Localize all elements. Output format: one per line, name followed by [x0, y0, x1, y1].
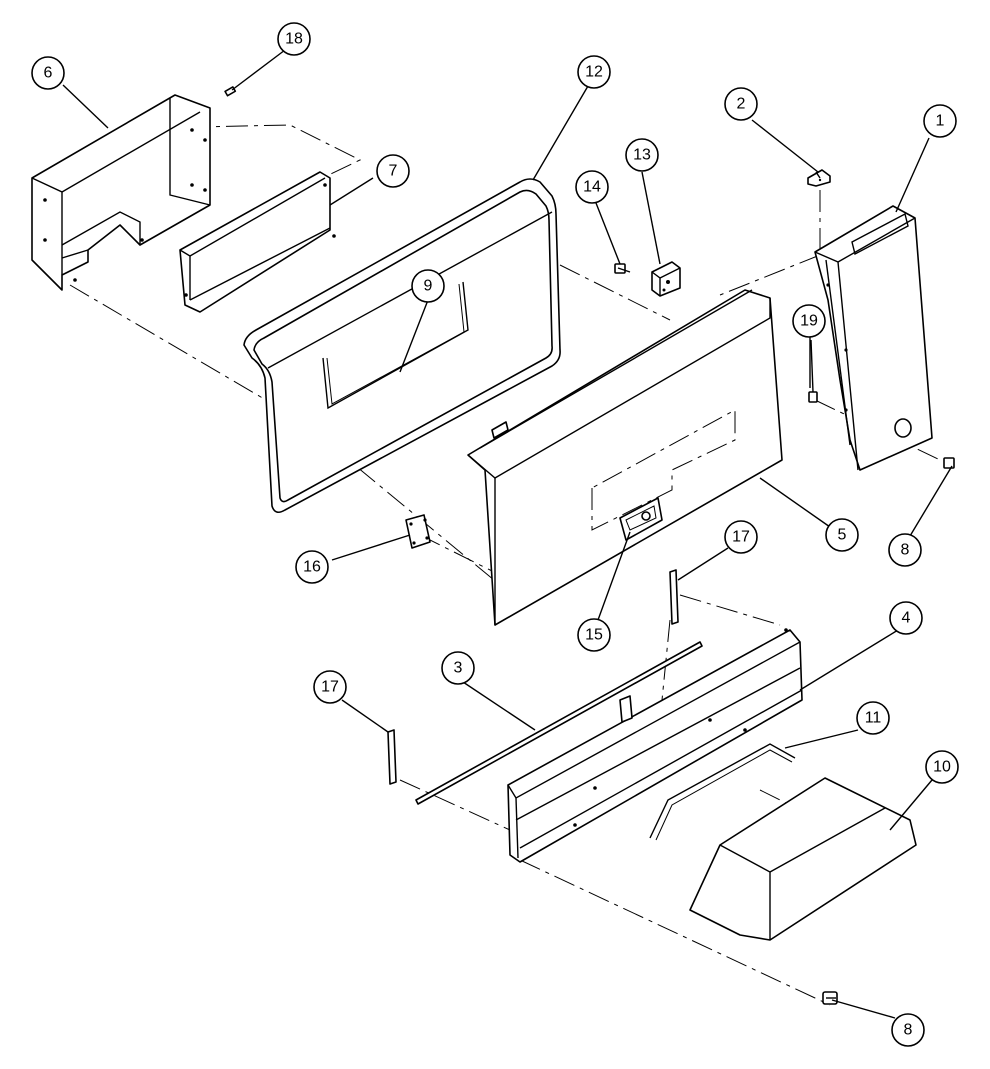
part-1-right-side-panel [814, 205, 933, 471]
part-12-gasket-frame [243, 178, 561, 514]
callout-17-right: 17 [724, 520, 758, 554]
part-19-bolt [808, 339, 818, 403]
callout-5: 5 [825, 518, 859, 552]
callout-4: 4 [889, 601, 923, 635]
callout-3: 3 [441, 651, 475, 685]
callout-6: 6 [31, 56, 65, 90]
part-2-clip [807, 169, 831, 187]
callout-10-label: 10 [933, 759, 951, 776]
callout-1-label: 1 [936, 113, 945, 130]
callout-17-left-label: 17 [321, 679, 339, 696]
part-4-bottom-rail [507, 628, 803, 863]
part-9-u-rod [322, 281, 469, 410]
callout-14: 14 [575, 170, 609, 204]
callout-leader-lines [62, 49, 953, 1019]
callout-2-label: 2 [737, 96, 746, 113]
part-11-bent-rod [649, 743, 796, 841]
callout-8-upper-label: 8 [901, 542, 910, 559]
callout-1: 1 [923, 104, 957, 138]
part-17-strip-left [387, 729, 397, 785]
callout-18: 18 [277, 22, 311, 56]
part-13-hinge [651, 261, 681, 297]
callout-9: 9 [411, 269, 445, 303]
callout-11: 11 [856, 701, 890, 735]
part-7-angle-bracket [179, 171, 336, 313]
part-14-screw [614, 263, 631, 274]
part-5-main-door-panel [467, 289, 783, 626]
callout-7: 7 [376, 154, 410, 188]
callout-4-label: 4 [902, 610, 911, 627]
callout-12-label: 12 [585, 64, 603, 81]
callout-10: 10 [925, 750, 959, 784]
callout-19: 19 [792, 304, 826, 338]
callout-19-label: 19 [800, 313, 818, 330]
part-17-strip-right [669, 569, 679, 625]
callout-14-label: 14 [583, 179, 601, 196]
callout-13: 13 [625, 138, 659, 172]
callout-5-label: 5 [838, 527, 847, 544]
callout-15: 15 [577, 618, 611, 652]
part-10-cover-hood [689, 777, 917, 941]
callout-3-label: 3 [454, 660, 463, 677]
callout-8-lower: 8 [891, 1013, 925, 1047]
part-6-rear-box-bracket [31, 94, 211, 291]
part-8-screw-upper [943, 457, 955, 469]
callout-17-right-label: 17 [732, 529, 750, 546]
part-8-screw-lower [822, 991, 838, 1005]
callout-6-label: 6 [44, 65, 53, 82]
callout-8-upper: 8 [888, 533, 922, 567]
part-16-small-plate [405, 514, 431, 549]
callout-9-label: 9 [424, 278, 433, 295]
callout-17-left: 17 [313, 670, 347, 704]
callout-15-label: 15 [585, 627, 603, 644]
callout-11-label: 11 [865, 710, 882, 727]
callout-18-label: 18 [285, 31, 303, 48]
part-3-long-rod [415, 641, 703, 805]
callout-2: 2 [724, 87, 758, 121]
callout-16-label: 16 [303, 559, 321, 576]
callout-7-label: 7 [389, 163, 398, 180]
callout-16: 16 [295, 550, 329, 584]
callout-12: 12 [577, 55, 611, 89]
callout-13-label: 13 [633, 147, 651, 164]
callout-8-lower-label: 8 [904, 1022, 913, 1039]
